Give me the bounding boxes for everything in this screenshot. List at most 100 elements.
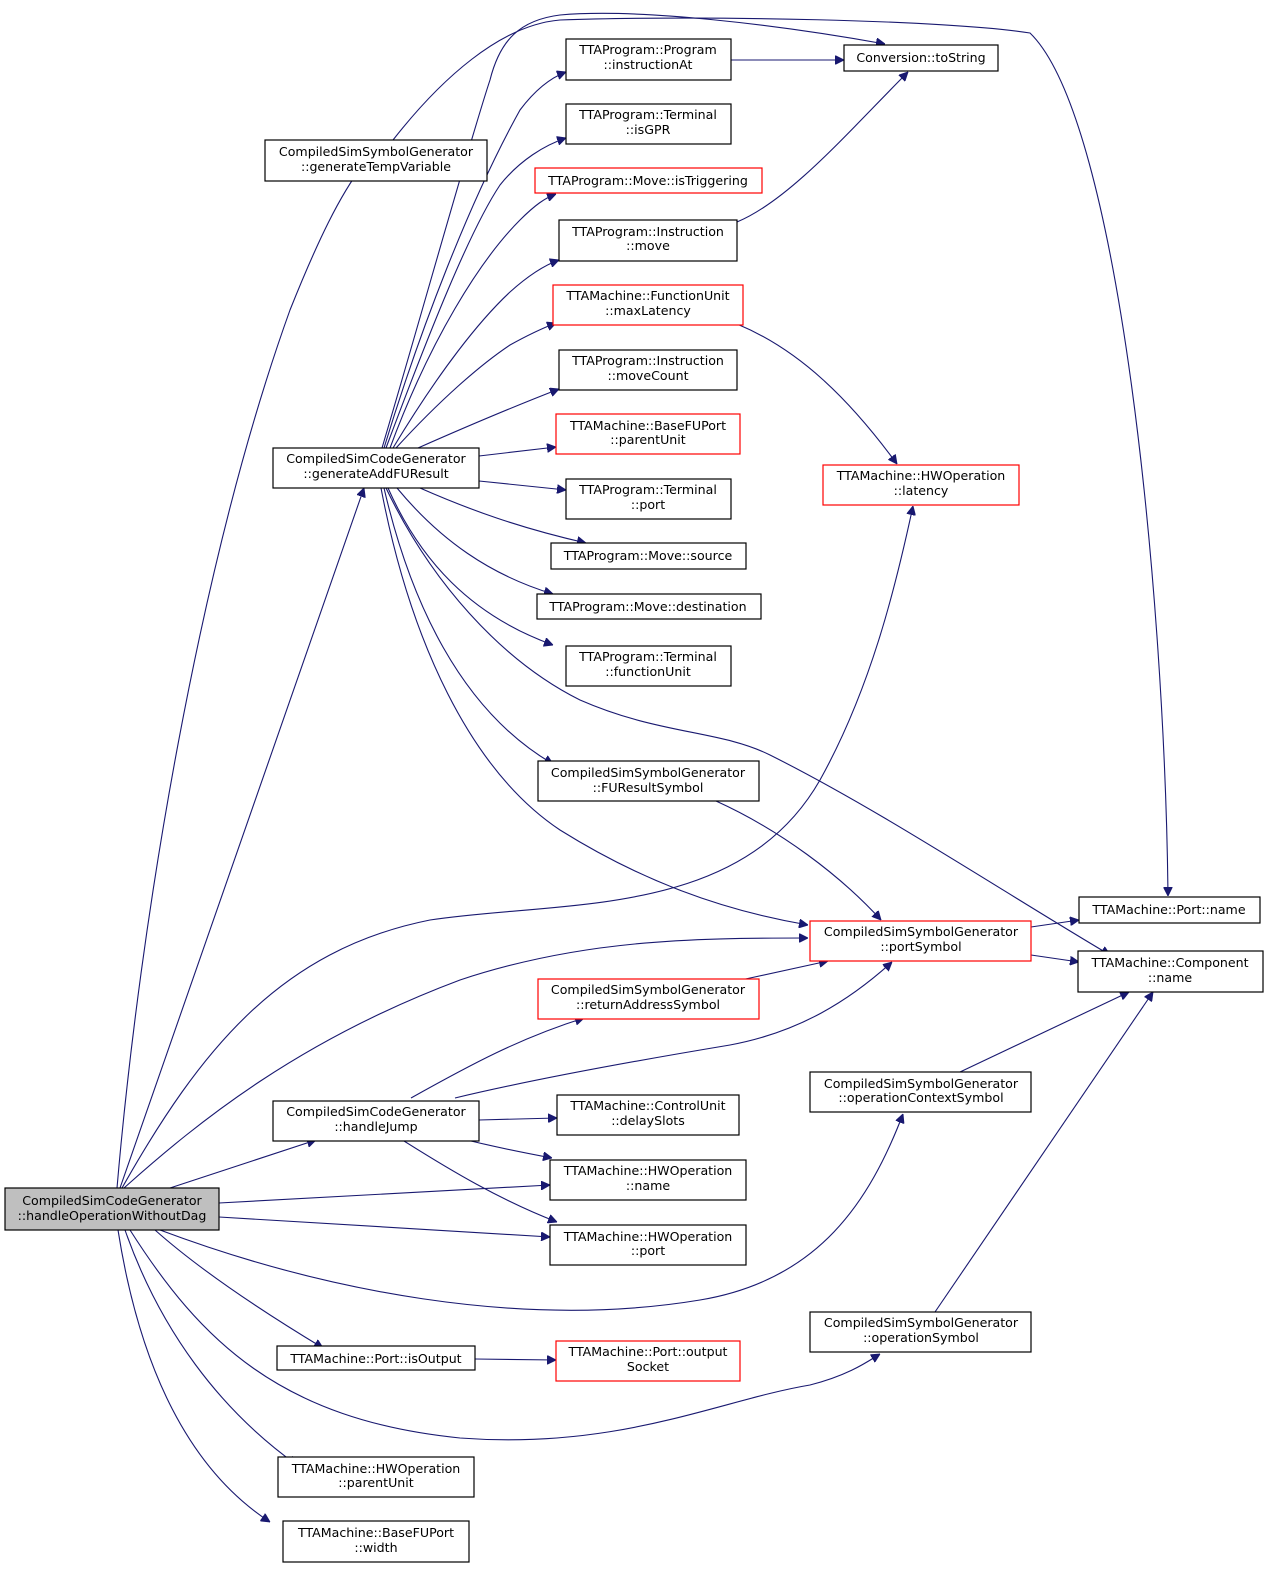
node-hwOperation-name[interactable]: TTAMachine::HWOperation ::name (549, 1159, 747, 1201)
svg-text:::isGPR: ::isGPR (626, 122, 671, 137)
svg-text:::parentUnit: ::parentUnit (610, 432, 685, 447)
svg-text:::FUResultSymbol: ::FUResultSymbol (593, 780, 704, 795)
edge-handleJump-to-delaySlots (478, 1118, 557, 1120)
svg-text:CompiledSimSymbolGenerator: CompiledSimSymbolGenerator (824, 1315, 1019, 1330)
node-hwOperation-parentUnit[interactable]: TTAMachine::HWOperation ::parentUnit (277, 1456, 475, 1498)
svg-text:TTAProgram::Move::isTriggering: TTAProgram::Move::isTriggering (547, 173, 748, 188)
node-generateAddFUResult[interactable]: CompiledSimCodeGenerator ::generateAddFU… (272, 447, 480, 489)
svg-text:::portSymbol: ::portSymbol (880, 939, 961, 954)
svg-text:CompiledSimCodeGenerator: CompiledSimCodeGenerator (286, 1104, 466, 1119)
svg-text:TTAMachine::ControlUnit: TTAMachine::ControlUnit (569, 1098, 725, 1113)
edge-root-to-generateAddFUResult (119, 488, 364, 1189)
edge-portSymbol-to-portName (1030, 920, 1079, 928)
edge-handleJump-to-returnAddressSymbol (410, 1018, 584, 1099)
node-functionUnit-maxLatency[interactable]: TTAMachine::FunctionUnit ::maxLatency (552, 284, 744, 326)
svg-text:Conversion::toString: Conversion::toString (856, 50, 985, 65)
svg-text:::generateTempVariable: ::generateTempVariable (301, 159, 451, 174)
edge-generateAddFUResult-to-functionUnit (387, 487, 553, 645)
node-terminal-port[interactable]: TTAProgram::Terminal ::port (565, 478, 732, 520)
svg-text:TTAMachine::HWOperation: TTAMachine::HWOperation (563, 1163, 733, 1178)
svg-text:::port: ::port (631, 1243, 665, 1258)
edge-root-to-hwParentUnit (124, 1229, 297, 1465)
edge-portSymbol-to-componentName (1030, 954, 1079, 962)
edge-maxLatency-to-latency (736, 323, 897, 464)
node-move-destination[interactable]: TTAProgram::Move::destination (536, 593, 762, 620)
node-instruction-move[interactable]: TTAProgram::Instruction ::move (558, 219, 738, 262)
node-hwOperation-latency[interactable]: TTAMachine::HWOperation ::latency (822, 464, 1020, 506)
node-returnAddressSymbol[interactable]: CompiledSimSymbolGenerator ::returnAddre… (537, 978, 760, 1020)
node-baseFUPort-width[interactable]: TTAMachine::BaseFUPort ::width (282, 1520, 470, 1563)
edge-generateAddFUResult-to-instructionMove (392, 260, 559, 449)
nodes: CompiledSimCodeGenerator ::handleOperati… (4, 38, 1264, 1563)
node-component-name[interactable]: TTAMachine::Component ::name (1077, 950, 1264, 993)
node-portSymbol[interactable]: CompiledSimSymbolGenerator ::portSymbol (809, 920, 1032, 962)
node-port-outputSocket[interactable]: TTAMachine::Port::output Socket (555, 1340, 741, 1382)
svg-text:TTAProgram::Terminal: TTAProgram::Terminal (578, 649, 717, 664)
edge-instructionMove-to-toString (736, 72, 908, 223)
edge-root-to-generateTempVariable (116, 165, 363, 1189)
svg-text:TTAProgram::Move::destination: TTAProgram::Move::destination (548, 599, 746, 614)
node-instruction-moveCount[interactable]: TTAProgram::Instruction ::moveCount (558, 349, 738, 391)
svg-text:CompiledSimSymbolGenerator: CompiledSimSymbolGenerator (824, 924, 1019, 939)
svg-text:::width: ::width (354, 1540, 397, 1555)
svg-text:CompiledSimSymbolGenerator: CompiledSimSymbolGenerator (824, 1076, 1019, 1091)
node-move-isTriggering[interactable]: TTAProgram::Move::isTriggering (534, 167, 763, 194)
edge-operationSymbol-to-componentName (934, 992, 1153, 1313)
node-move-source[interactable]: TTAProgram::Move::source (550, 542, 747, 570)
node-controlUnit-delaySlots[interactable]: TTAMachine::ControlUnit ::delaySlots (556, 1094, 740, 1136)
edge-root-to-operationContextSymbol (159, 1114, 903, 1311)
node-FUResultSymbol[interactable]: CompiledSimSymbolGenerator ::FUResultSym… (537, 760, 760, 802)
edge-root-to-portSymbol (123, 938, 808, 1189)
svg-text:TTAMachine::BaseFUPort: TTAMachine::BaseFUPort (297, 1525, 454, 1540)
svg-text:TTAProgram::Move::source: TTAProgram::Move::source (563, 548, 733, 563)
svg-text:::instructionAt: ::instructionAt (603, 57, 692, 72)
node-operationContextSymbol[interactable]: CompiledSimSymbolGenerator ::operationCo… (809, 1071, 1032, 1113)
svg-text:::handleOperationWithoutDag: ::handleOperationWithoutDag (18, 1208, 207, 1223)
svg-text:TTAMachine::Port::output: TTAMachine::Port::output (568, 1344, 728, 1359)
node-generateTempVariable[interactable]: CompiledSimSymbolGenerator ::generateTem… (264, 139, 488, 182)
edge-handleJump-to-hwName (470, 1140, 552, 1158)
svg-text:CompiledSimSymbolGenerator: CompiledSimSymbolGenerator (551, 765, 746, 780)
node-conversion-toString[interactable]: Conversion::toString (843, 44, 999, 72)
node-port-name[interactable]: TTAMachine::Port::name (1078, 896, 1261, 924)
edge-root-to-isOutput (154, 1229, 323, 1348)
edge-generateAddFUResult-to-instructionAt (383, 72, 566, 449)
node-operationSymbol[interactable]: CompiledSimSymbolGenerator ::operationSy… (809, 1311, 1032, 1353)
edge-FUResultSymbol-to-portSymbol (715, 800, 881, 920)
edge-generateAddFUResult-to-moveCount (417, 389, 559, 449)
svg-text:TTAProgram::Instruction: TTAProgram::Instruction (571, 224, 724, 239)
edge-generateAddFUResult-to-FUResultSymbol (383, 487, 553, 764)
node-program-instructionAt[interactable]: TTAProgram::Program ::instructionAt (565, 38, 732, 81)
svg-text:TTAProgram::Terminal: TTAProgram::Terminal (578, 107, 717, 122)
edge-root-to-latency (121, 506, 913, 1189)
edge-root-to-handleJump (169, 1140, 316, 1189)
edge-operationContextSymbol-to-componentName (959, 992, 1129, 1073)
node-handleJump[interactable]: CompiledSimCodeGenerator ::handleJump (272, 1100, 480, 1142)
node-port-isOutput[interactable]: TTAMachine::Port::isOutput (276, 1345, 476, 1371)
edge-root-to-hwName (218, 1185, 550, 1204)
node-terminal-isGPR[interactable]: TTAProgram::Terminal ::isGPR (565, 103, 732, 145)
svg-text:TTAMachine::Component: TTAMachine::Component (1090, 955, 1248, 970)
edge-root-to-hwPort (218, 1216, 550, 1237)
svg-text:TTAMachine::Port::name: TTAMachine::Port::name (1091, 902, 1245, 917)
svg-text:CompiledSimSymbolGenerator: CompiledSimSymbolGenerator (279, 144, 474, 159)
svg-text:::handleJump: ::handleJump (334, 1119, 417, 1134)
node-hwOperation-port[interactable]: TTAMachine::HWOperation ::port (549, 1224, 747, 1266)
svg-text:TTAMachine::HWOperation: TTAMachine::HWOperation (291, 1461, 461, 1476)
svg-text:::maxLatency: ::maxLatency (605, 303, 691, 318)
node-root-handleOperationWithoutDag[interactable]: CompiledSimCodeGenerator ::handleOperati… (4, 1187, 220, 1231)
edge-returnAddressSymbol-to-portSymbol (740, 961, 828, 981)
node-terminal-functionUnit[interactable]: TTAProgram::Terminal ::functionUnit (565, 645, 732, 687)
edges (116, 12, 1168, 1522)
edge-generateAddFUResult-to-toString (381, 12, 885, 449)
svg-text:CompiledSimCodeGenerator: CompiledSimCodeGenerator (286, 451, 466, 466)
svg-text:::operationSymbol: ::operationSymbol (863, 1330, 979, 1345)
svg-text:::move: ::move (626, 238, 670, 253)
edge-generateAddFUResult-to-moveDestination (396, 487, 553, 594)
node-baseFUPort-parentUnit[interactable]: TTAMachine::BaseFUPort ::parentUnit (555, 413, 741, 455)
edge-generateTempVariable-to-portName (392, 17, 1168, 896)
edge-handleJump-to-hwPort (403, 1140, 557, 1222)
svg-text:::port: ::port (631, 497, 665, 512)
edge-generateAddFUResult-to-termPort (478, 480, 566, 490)
